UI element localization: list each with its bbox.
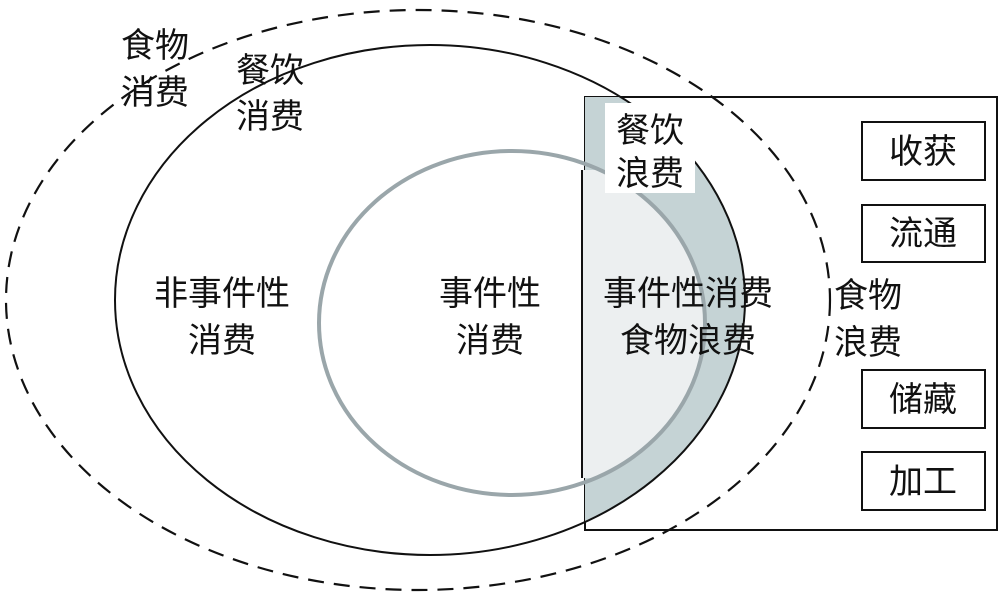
food-consumption-label-2: 消费 <box>121 73 189 113</box>
svg-text:储藏: 储藏 <box>889 380 957 420</box>
svg-text:流通: 流通 <box>889 214 957 254</box>
catering-waste-label-bg <box>605 103 695 193</box>
food-consumption-ellipse <box>4 8 832 592</box>
stage-distribution: 流通 <box>861 204 986 263</box>
non-event-consumption-label-2: 消费 <box>188 321 256 361</box>
event-food-waste-label-2: 食物浪费 <box>620 321 756 361</box>
catering-consumption-ellipse <box>114 44 746 556</box>
stage-storage: 储藏 <box>861 369 986 429</box>
food-waste-label-2: 浪费 <box>834 323 902 363</box>
catering-waste-label: 餐饮 <box>616 111 684 151</box>
svg-text:加工: 加工 <box>889 462 957 502</box>
svg-text:收获: 收获 <box>889 132 957 172</box>
stage-processing: 加工 <box>861 451 986 511</box>
event-consumption-label: 事件性 <box>439 274 541 314</box>
catering-consumption-label-2: 消费 <box>236 97 304 137</box>
non-event-consumption-label: 非事件性 <box>154 274 290 314</box>
stage-harvest: 收获 <box>861 121 986 181</box>
catering-waste-label-2: 浪费 <box>616 154 684 194</box>
catering-consumption-label: 餐饮 <box>236 51 304 91</box>
event-food-waste-label: 事件性消费 <box>603 274 773 314</box>
event-consumption-ellipse <box>317 149 707 497</box>
event-consumption-label-2: 消费 <box>456 321 524 361</box>
food-consumption-label: 食物 <box>121 26 189 66</box>
food-waste-label: 食物 <box>834 276 902 316</box>
